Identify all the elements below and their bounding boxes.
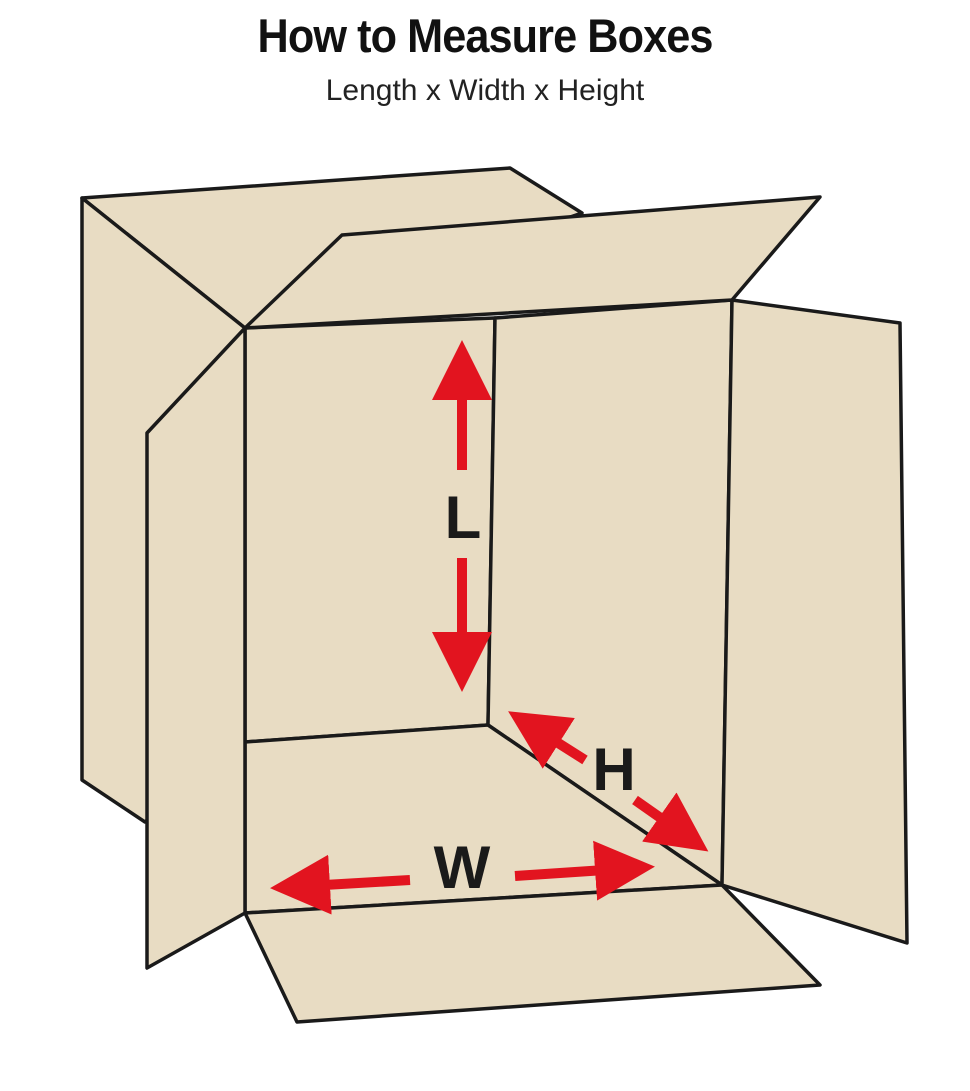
bottom-flap	[243, 883, 822, 1024]
height-arrow-front	[632, 792, 709, 852]
left-flap	[145, 326, 247, 970]
page-title: How to Measure Boxes	[257, 9, 714, 62]
height-label: H	[592, 736, 635, 803]
height-arrow-back	[508, 711, 588, 769]
width-arrow-left	[270, 854, 411, 915]
top-flap	[243, 195, 822, 330]
page-subtitle: Length x Width x Height	[325, 74, 645, 107]
right-flap	[720, 298, 909, 945]
width-arrow-right	[514, 840, 655, 901]
width-label: W	[434, 834, 491, 901]
length-label: L	[445, 484, 482, 551]
